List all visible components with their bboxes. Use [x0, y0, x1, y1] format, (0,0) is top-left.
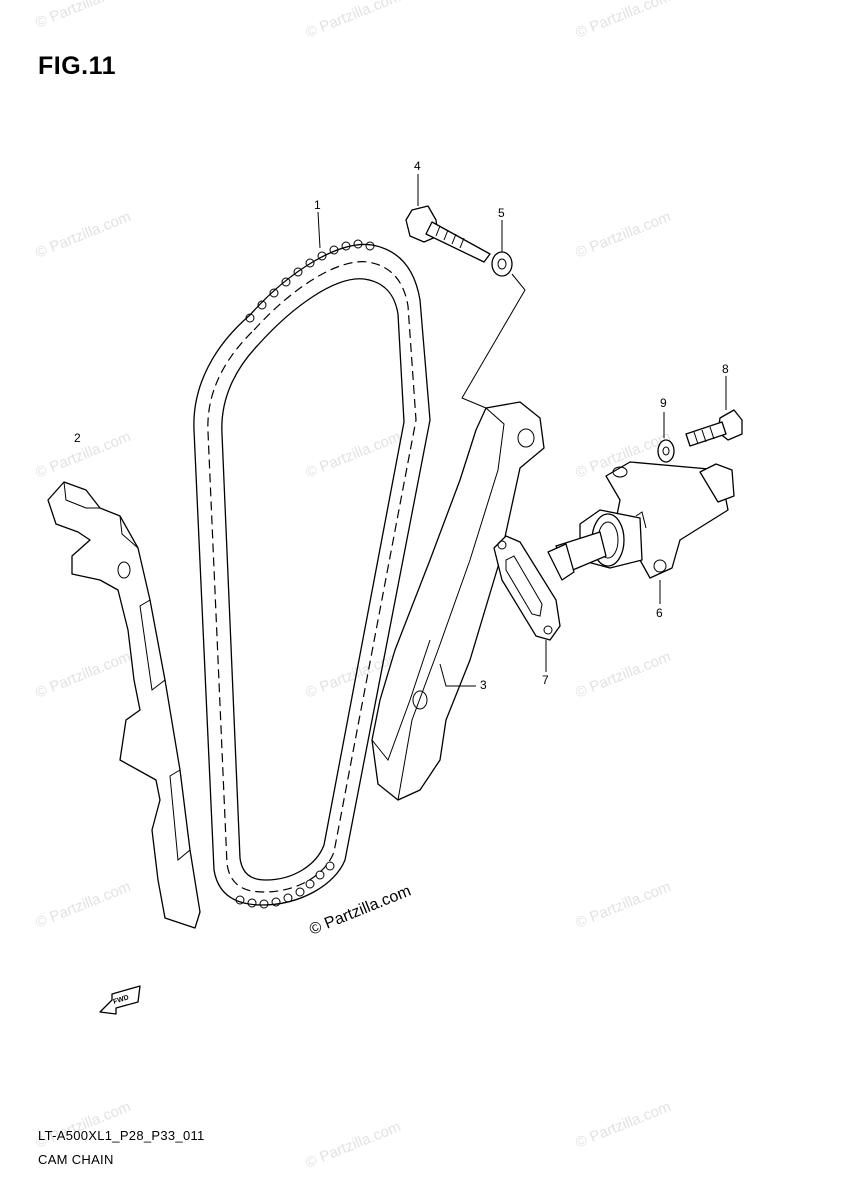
watermark: © Partzilla.com [573, 0, 673, 42]
callout-8: 8 [722, 362, 729, 376]
callout-9: 9 [660, 396, 667, 410]
callout-5: 5 [498, 206, 505, 220]
tensioner-washer [657, 439, 675, 463]
fwd-label: FWD [112, 994, 129, 1006]
figure-title: FIG.11 [38, 52, 117, 80]
cam-chain [193, 239, 431, 909]
chain-guide [47, 481, 201, 929]
figure-code: LT-A500XL1_P28_P33_011 [38, 1128, 205, 1143]
tensioner-bolt [685, 409, 743, 447]
gasket [493, 535, 561, 641]
watermark-main: © Partzilla.com [307, 883, 413, 939]
watermark: © Partzilla.com [33, 208, 133, 262]
figure-name: CAM CHAIN [38, 1152, 114, 1167]
leader-lines [317, 174, 727, 687]
watermark: © Partzilla.com [33, 648, 133, 702]
callout-2: 2 [74, 431, 81, 445]
watermark: © Partzilla.com [303, 0, 403, 42]
washer [491, 251, 513, 277]
callout-1: 1 [314, 198, 321, 212]
callout-6: 6 [656, 606, 663, 620]
watermark: © Partzilla.com [33, 878, 133, 932]
watermark: © Partzilla.com [573, 208, 673, 262]
watermark: © Partzilla.com [33, 428, 133, 482]
cam-chain-tensioner [547, 461, 735, 581]
watermark: © Partzilla.com [33, 1098, 133, 1152]
chain-links-bottom [235, 861, 335, 909]
watermark: © Partzilla.com [303, 1118, 403, 1172]
watermark: © Partzilla.com [33, 0, 133, 32]
watermark: © Partzilla.com [303, 428, 403, 482]
watermark: © Partzilla.com [573, 1098, 673, 1152]
watermark: © Partzilla.com [573, 878, 673, 932]
callout-7: 7 [542, 673, 549, 687]
callout-labels: 1 2 3 4 5 6 7 8 9 [74, 159, 729, 692]
callout-4: 4 [414, 159, 421, 173]
chain-links-top [245, 239, 375, 323]
watermark: © Partzilla.com [573, 648, 673, 702]
pivot-bolt [405, 205, 491, 263]
chain-tensioner-arm [371, 401, 545, 801]
fwd-arrow: FWD [99, 985, 141, 1015]
callout-3: 3 [480, 678, 487, 692]
